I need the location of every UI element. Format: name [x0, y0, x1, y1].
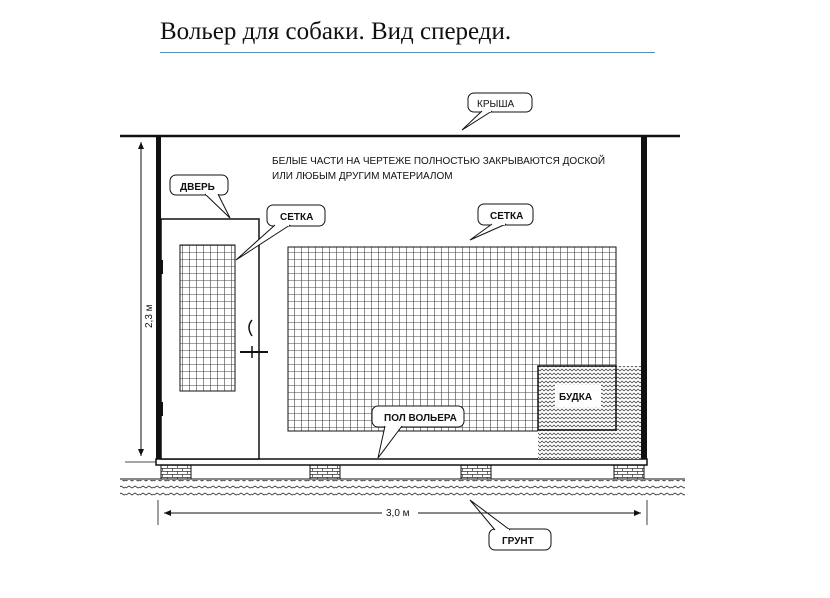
- title-underline: [160, 52, 655, 53]
- note-line-1: БЕЛЫЕ ЧАСТИ НА ЧЕРТЕЖЕ ПОЛНОСТЬЮ ЗАКРЫВА…: [272, 154, 605, 167]
- kennel-callout: БУДКА: [559, 392, 592, 403]
- note-line-2: ИЛИ ЛЮБЫМ ДРУГИМ МАТЕРИАЛОМ: [272, 171, 453, 182]
- door-handle-icon: [248, 319, 253, 337]
- ground: [120, 478, 685, 498]
- width-dimension: 3,0 м: [157, 500, 648, 525]
- door-label: ДВЕРЬ: [180, 182, 215, 193]
- floor-label: ПОЛ ВОЛЬЕРА: [384, 413, 457, 424]
- page-title: Вольер для собаки. Вид спереди.: [160, 18, 512, 45]
- door: [159, 218, 268, 460]
- enclosure-floor: [155, 458, 648, 466]
- right-post: [641, 136, 647, 462]
- roof-label: КРЫША: [477, 99, 515, 110]
- floor-callout: ПОЛ ВОЛЬЕРА: [371, 405, 465, 459]
- width-value: 3,0 м: [386, 508, 410, 519]
- main-mesh-label: СЕТКА: [490, 211, 523, 222]
- door-hinge: [159, 402, 163, 416]
- door-mesh-callout: СЕТКА: [235, 204, 326, 261]
- roof-callout: КРЫША: [461, 92, 533, 131]
- height-value: 2,3 м: [144, 304, 155, 328]
- door-hinge: [159, 260, 163, 274]
- ground-callout: ГРУНТ: [469, 499, 552, 551]
- main-mesh-callout: СЕТКА: [469, 203, 534, 241]
- left-post: [156, 136, 161, 462]
- ground-label: ГРУНТ: [502, 536, 534, 547]
- kennel: [537, 365, 641, 459]
- door-callout: ДВЕРЬ: [169, 174, 231, 219]
- kennel-label: БУДКА: [559, 392, 592, 403]
- door-mesh: [179, 244, 236, 392]
- door-mesh-label: СЕТКА: [280, 212, 313, 223]
- height-dimension: 2,3 м: [125, 135, 156, 463]
- foundation-blocks: [160, 464, 645, 480]
